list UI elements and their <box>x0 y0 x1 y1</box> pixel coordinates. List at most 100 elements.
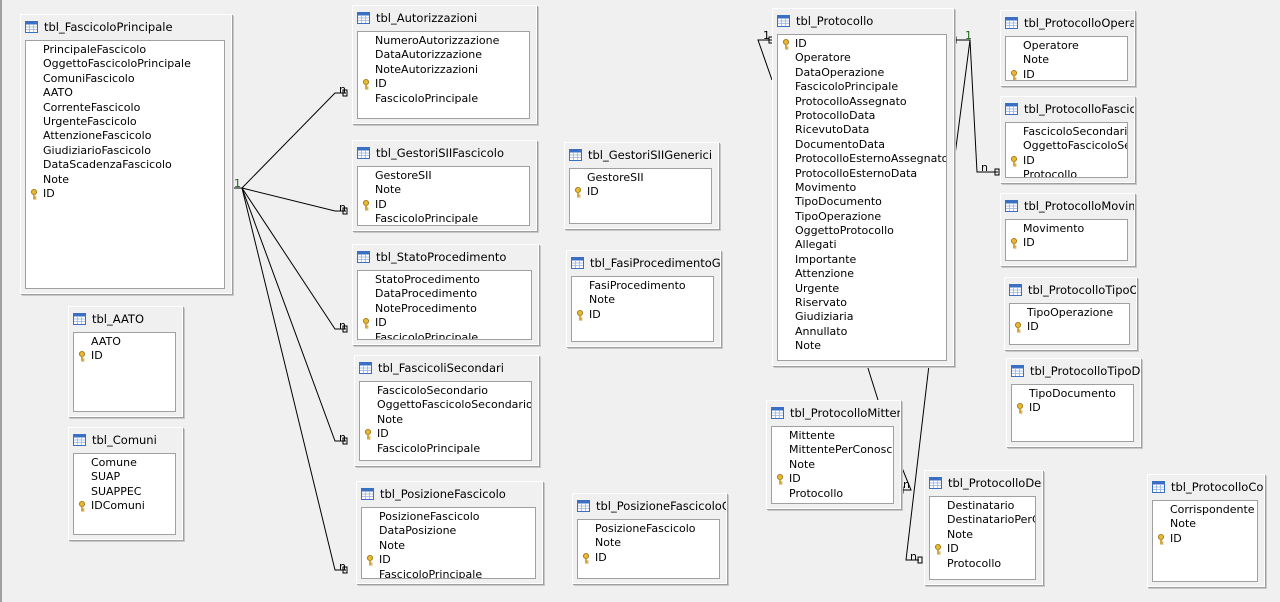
table-title-bar[interactable]: tbl_PosizioneFascicoloGe <box>573 494 726 518</box>
field-item[interactable]: DataScadenzaFascicolo <box>26 158 224 172</box>
field-item[interactable]: ID <box>1010 320 1129 334</box>
field-item[interactable]: Riservato <box>778 296 946 310</box>
field-item[interactable]: ProtocolloAssegnato <box>778 95 946 109</box>
field-item[interactable]: ID <box>1012 401 1133 415</box>
field-item[interactable]: NumeroAutorizzazione <box>358 34 529 48</box>
field-item[interactable]: DataOperazione <box>778 66 946 80</box>
table-title-bar[interactable]: tbl_ProtocolloOperat <box>1001 11 1134 35</box>
field-item[interactable]: GestoreSII <box>358 169 529 183</box>
field-item[interactable]: ProtocolloData <box>778 109 946 123</box>
field-item[interactable]: Mittente <box>772 429 893 443</box>
table-title-bar[interactable]: tbl_ProtocolloTipoOp <box>1005 278 1136 302</box>
field-item[interactable]: OggettoFascicoloSeco <box>1006 139 1127 153</box>
field-item[interactable]: Note <box>778 339 946 353</box>
table-title-bar[interactable]: tbl_ProtocolloMovim <box>1001 194 1134 218</box>
field-item[interactable]: ID <box>778 37 946 51</box>
field-item[interactable]: TipoDocumento <box>778 195 946 209</box>
field-item[interactable]: Note <box>1153 517 1257 531</box>
field-list[interactable]: FascicoloSecondarioOggettoFascicoloSecoI… <box>1005 122 1128 178</box>
field-item[interactable]: Operatore <box>778 51 946 65</box>
field-item[interactable]: FascicoloPrincipale <box>360 442 531 456</box>
field-item[interactable]: TipoOperazione <box>778 210 946 224</box>
field-item[interactable]: Protocollo <box>1006 168 1127 177</box>
field-item[interactable]: OggettoFascicoloPrincipale <box>26 57 224 71</box>
field-item[interactable]: Note <box>572 293 713 307</box>
field-item[interactable]: DataProcedimento <box>358 287 531 301</box>
table-title-bar[interactable]: tbl_ProtocolloCo <box>1148 475 1264 499</box>
field-item[interactable]: OggettoProtocollo <box>778 224 946 238</box>
field-item[interactable]: ID <box>578 551 719 565</box>
table-title-bar[interactable]: tbl_FascicoloPrincipale <box>21 15 231 39</box>
field-item[interactable]: Operatore <box>1006 39 1127 53</box>
field-item[interactable]: Attenzione <box>778 267 946 281</box>
table-title-bar[interactable]: tbl_Autorizzazioni <box>353 6 536 30</box>
field-item[interactable]: GiudiziarioFascicolo <box>26 144 224 158</box>
field-item[interactable]: IDComuni <box>74 499 175 513</box>
field-item[interactable]: Urgente <box>778 282 946 296</box>
field-item[interactable]: Movimento <box>1006 222 1127 236</box>
field-item[interactable]: NoteProcedimento <box>358 302 531 316</box>
field-item[interactable]: ID <box>1006 68 1127 80</box>
table-title-bar[interactable]: tbl_StatoProcedimento <box>353 245 538 269</box>
field-item[interactable]: ProtocolloEsternoData <box>778 167 946 181</box>
field-item[interactable]: GestoreSII <box>570 171 711 185</box>
field-item[interactable]: DataPosizione <box>362 524 535 538</box>
table-title-bar[interactable]: tbl_ProtocolloDest <box>925 471 1042 495</box>
field-item[interactable]: TipoOperazione <box>1010 306 1129 320</box>
field-item[interactable]: ID <box>360 427 531 441</box>
field-item[interactable]: FascicoloPrincipale <box>358 212 529 225</box>
field-item[interactable]: DataAutorizzazione <box>358 48 529 62</box>
field-item[interactable]: UrgenteFascicolo <box>26 115 224 129</box>
field-item[interactable]: ID <box>1006 154 1127 168</box>
field-item[interactable]: SUAPPEC <box>74 485 175 499</box>
field-item[interactable]: ID <box>1006 236 1127 250</box>
field-item[interactable]: Giudiziaria <box>778 310 946 324</box>
field-item[interactable]: ComuniFascicolo <box>26 72 224 86</box>
field-item[interactable]: ID <box>358 77 529 91</box>
field-item[interactable]: RicevutoData <box>778 123 946 137</box>
field-item[interactable]: FascicoloPrincipale <box>362 568 535 578</box>
table-title-bar[interactable]: tbl_PosizioneFascicolo <box>357 482 542 506</box>
field-item[interactable]: AttenzioneFascicolo <box>26 129 224 143</box>
field-item[interactable]: SUAP <box>74 470 175 484</box>
table-title-bar[interactable]: tbl_FasiProcedimentoGen <box>567 251 720 275</box>
field-item[interactable]: FascicoloSecondario <box>1006 125 1127 139</box>
field-item[interactable]: DestinatarioPerCo <box>930 513 1035 527</box>
field-item[interactable]: Comune <box>74 456 175 470</box>
table-window[interactable]: tbl_FasiProcedimentoGenFasiProcedimentoN… <box>566 250 721 347</box>
table-title-bar[interactable]: tbl_FascicoliSecondari <box>355 356 538 380</box>
field-item[interactable]: ID <box>1153 532 1257 546</box>
field-item[interactable]: FascicoloPrincipale <box>358 92 529 106</box>
field-item[interactable]: FascicoloPrincipale <box>778 80 946 94</box>
field-item[interactable]: Note <box>362 539 535 553</box>
field-item[interactable]: Importante <box>778 253 946 267</box>
table-title-bar[interactable]: tbl_ProtocolloMitten <box>767 401 900 425</box>
field-item[interactable]: Note <box>578 536 719 550</box>
